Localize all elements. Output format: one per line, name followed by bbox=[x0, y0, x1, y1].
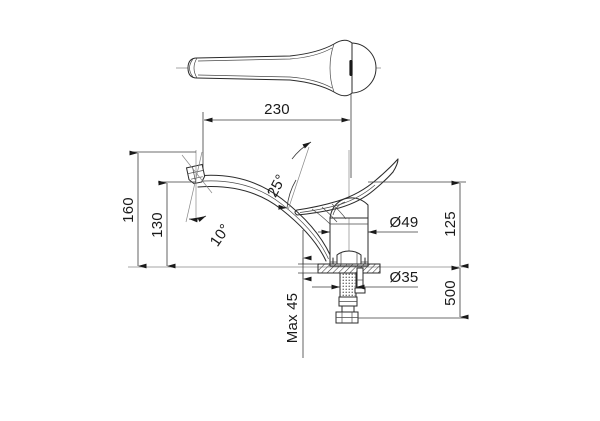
top-view-tip-cap-inner bbox=[193, 57, 198, 79]
dimension-diameter-49: Ø49 bbox=[318, 214, 419, 235]
lever-upper-edge bbox=[296, 158, 399, 211]
side-view-group bbox=[128, 150, 466, 324]
top-view-neck-transition bbox=[329, 43, 335, 93]
union-nut-collar bbox=[341, 305, 355, 313]
lever-root-fillet-3 bbox=[331, 203, 347, 220]
dimension-height-125: 125 bbox=[368, 180, 469, 269]
top-view-tip-cap bbox=[189, 58, 194, 78]
h160-dim-label: 160 bbox=[120, 197, 137, 223]
angle10-arc bbox=[188, 215, 207, 223]
aerator-tilt-centerline bbox=[185, 151, 203, 223]
dimension-max-45: Max 45 bbox=[284, 230, 318, 358]
d35-label: Ø35 bbox=[390, 269, 419, 286]
lever-root-fillet-2 bbox=[321, 206, 338, 223]
spout-center-arc bbox=[196, 180, 329, 260]
h500-dim-label: 500 bbox=[442, 280, 459, 306]
angle25-label: 25° bbox=[264, 172, 290, 201]
lever-lower-edge bbox=[296, 171, 394, 216]
aerator-facet-2 bbox=[190, 176, 203, 180]
max45-label: Max 45 bbox=[284, 293, 301, 343]
body-shoulder-highlight bbox=[332, 201, 346, 216]
lever-rear-cap bbox=[392, 158, 399, 173]
lever-center-highlight bbox=[299, 184, 376, 213]
top-view-group bbox=[176, 39, 381, 97]
h125-dim-label: 125 bbox=[442, 211, 459, 237]
dimension-length-500: 500 bbox=[358, 265, 469, 320]
angle25-arc-lower bbox=[278, 179, 297, 210]
dimension-height-130: 130 bbox=[149, 180, 196, 269]
top-view-lower-highlight bbox=[197, 74, 333, 89]
dimension-reach-230: 230 bbox=[202, 94, 352, 178]
dimension-angle-10: 10° bbox=[188, 215, 234, 250]
counter-plate bbox=[317, 263, 381, 274]
fixing-screw-nut bbox=[354, 287, 366, 294]
base-escutcheon bbox=[336, 250, 362, 265]
dimension-diameter-35: Ø35 bbox=[312, 269, 419, 290]
angle25-arc-upper bbox=[291, 141, 312, 160]
angle10-label: 10° bbox=[207, 221, 234, 250]
top-view-index-slot bbox=[349, 60, 353, 76]
aerator-cross-line bbox=[181, 154, 213, 194]
top-view-spout-outline bbox=[187, 39, 353, 97]
angle25-ref-line bbox=[287, 146, 310, 211]
shank-thread-knurl bbox=[340, 273, 356, 297]
dimension-angle-25: 25° bbox=[264, 141, 312, 211]
lever-root-fillet-1 bbox=[311, 208, 331, 225]
d49-label: Ø49 bbox=[390, 214, 419, 231]
dimension-height-160: 160 bbox=[120, 150, 196, 269]
top-view-upper-highlight bbox=[197, 47, 333, 62]
spout-outer-arc bbox=[195, 174, 332, 258]
reach-dim-label: 230 bbox=[264, 101, 290, 118]
lever-tip-cap bbox=[294, 209, 298, 216]
h130-dim-label: 130 bbox=[149, 212, 166, 238]
